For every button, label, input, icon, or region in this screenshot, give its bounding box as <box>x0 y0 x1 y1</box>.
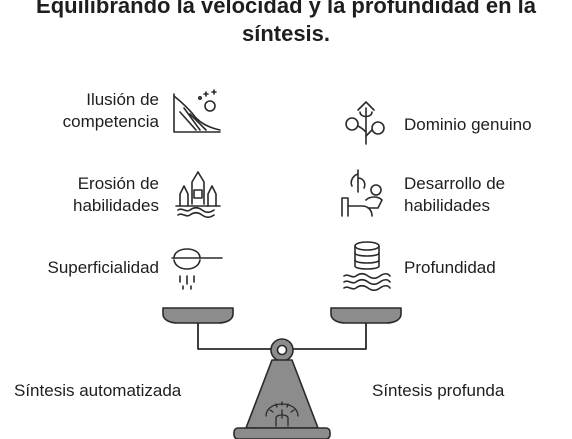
label-sintesis-automatizada: Síntesis automatizada <box>14 381 182 400</box>
label-desarrollo-habilidades: Desarrollo de habilidades <box>404 174 506 215</box>
eroding-castle-icon <box>172 168 224 218</box>
plant-growth-icon <box>340 98 390 148</box>
balance-scale <box>0 300 572 439</box>
sieve-icon <box>170 240 224 290</box>
title-line-2: síntesis. <box>241 21 331 46</box>
deep-water-stack-icon <box>342 238 392 292</box>
label-sintesis-profunda: Síntesis profunda <box>372 381 505 400</box>
label-erosion-habilidades: Erosión de habilidades <box>72 174 159 215</box>
label-superficialidad: Superficialidad <box>47 258 159 277</box>
right-pan <box>330 307 402 324</box>
label-dominio-genuino: Dominio genuino <box>404 115 532 134</box>
scale-base <box>233 427 331 439</box>
label-profundidad: Profundidad <box>404 258 496 277</box>
illusion-slope-icon <box>170 86 224 136</box>
title-line-1: Equilibrando la velocidad y la profundid… <box>36 0 536 18</box>
page-title: Equilibrando la velocidad y la profundid… <box>0 0 572 48</box>
label-ilusion-competencia: Ilusión de competencia <box>62 90 159 131</box>
hand-plant-icon <box>338 166 392 220</box>
speedometer-icon <box>265 401 299 427</box>
left-pan <box>162 307 234 324</box>
scale-beam <box>197 323 367 350</box>
